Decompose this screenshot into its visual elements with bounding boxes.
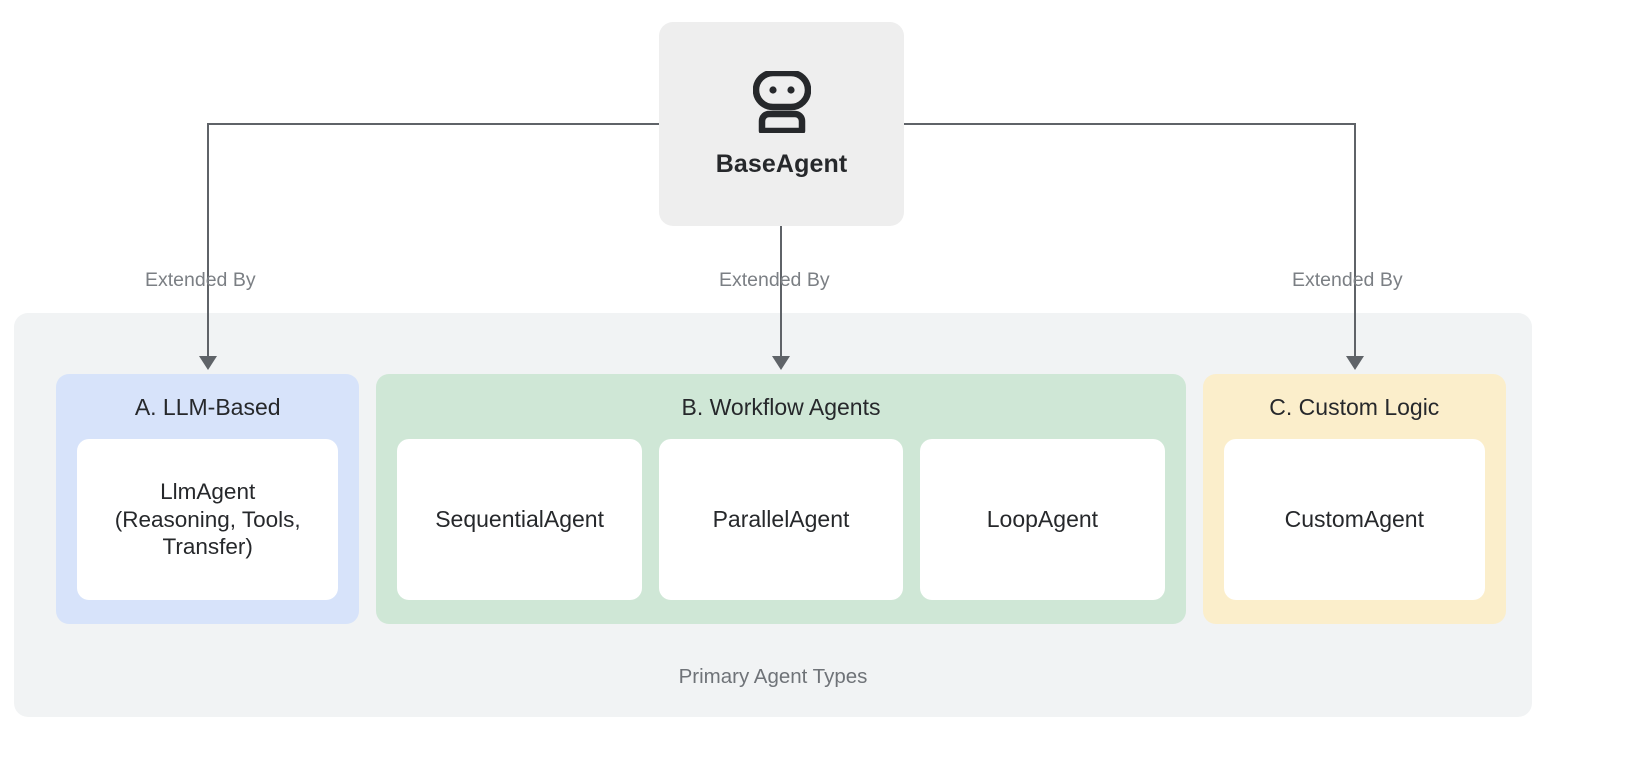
base-agent-label: BaseAgent — [715, 150, 848, 178]
panel-custom-logic[interactable]: C. Custom Logic CustomAgent — [1202, 374, 1506, 624]
panel-title-workflow-agents: B. Workflow Agents — [681, 394, 881, 420]
agent-card-custom-agent[interactable]: CustomAgent — [1223, 439, 1485, 600]
panel-title-custom-logic: C. Custom Logic — [1269, 394, 1440, 420]
agent-card-llm-agent[interactable]: LlmAgent(Reasoning, Tools,Transfer) — [77, 439, 339, 600]
panel-title-llm-based: A. LLM-Based — [134, 394, 281, 420]
panel-llm-based[interactable]: A. LLM-Based LlmAgent(Reasoning, Tools,T… — [56, 374, 360, 624]
edge-label-extended-by-left: Extended By — [145, 269, 256, 291]
edge-label-extended-by-center: Extended By — [719, 269, 830, 291]
robot-icon — [752, 69, 811, 138]
agent-card-sequential-agent[interactable]: SequentialAgent — [397, 439, 642, 600]
panel-cards-custom-logic: CustomAgent — [1223, 439, 1485, 600]
panel-workflow-agents[interactable]: B. Workflow Agents SequentialAgent Paral… — [376, 374, 1186, 624]
panel-cards-workflow-agents: SequentialAgent ParallelAgent LoopAgent — [397, 439, 1165, 600]
edge-label-extended-by-right: Extended By — [1292, 269, 1403, 291]
agent-card-parallel-agent[interactable]: ParallelAgent — [658, 439, 904, 600]
node-base-agent[interactable]: BaseAgent — [659, 22, 904, 226]
agent-card-loop-agent[interactable]: LoopAgent — [920, 439, 1165, 600]
panel-cards-llm-based: LlmAgent(Reasoning, Tools,Transfer) — [77, 439, 339, 600]
group-caption: Primary Agent Types — [678, 664, 868, 688]
panel-row: A. LLM-Based LlmAgent(Reasoning, Tools,T… — [56, 374, 1506, 624]
